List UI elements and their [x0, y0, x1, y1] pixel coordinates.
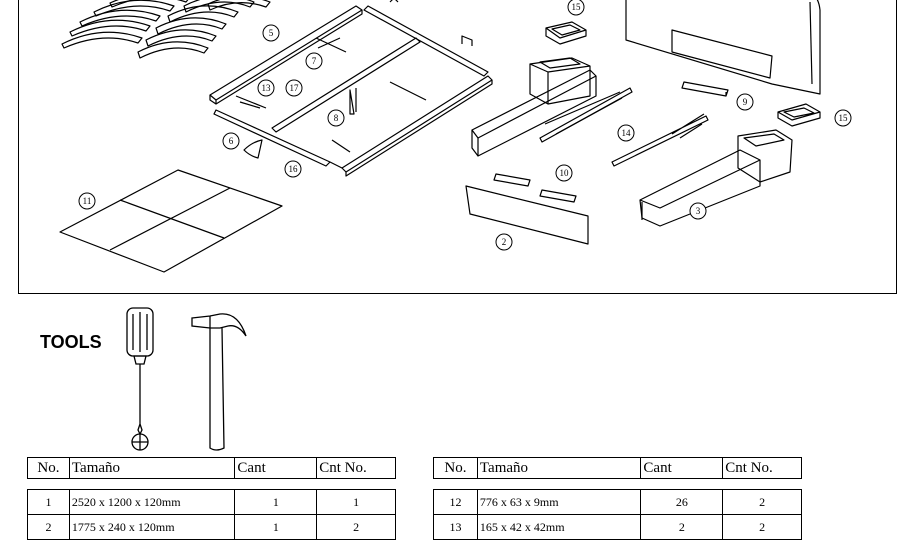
table-row: 2 1775 x 240 x 120mm 1 2 — [27, 514, 396, 540]
part-cnt: 2 — [722, 489, 802, 515]
part-qty: 26 — [640, 489, 724, 515]
header-cnt: Cnt No. — [316, 457, 396, 479]
item-10-drawing — [493, 173, 577, 203]
headboard-panel-drawing — [625, 0, 821, 95]
header-size: Tamaño — [68, 457, 236, 479]
callout-13: 13 — [262, 83, 272, 93]
part-qty: 1 — [234, 514, 318, 540]
tools-heading: TOOLS — [40, 332, 102, 352]
part-qty: 1 — [234, 489, 318, 515]
callout-14: 14 — [622, 128, 632, 138]
parts-table-right: No. Tamaño Cant Cnt No. 12 776 x 63 x 9m… — [433, 457, 802, 540]
callout-numbers — [78, 0, 852, 251]
callout-labels: 15 5 7 13 17 8 6 16 11 9 14 10 2 3 15 — [83, 2, 848, 247]
header-no: No. — [27, 457, 70, 479]
part-cnt: 1 — [316, 489, 396, 515]
callout-11: 11 — [83, 196, 92, 206]
part-qty: 2 — [640, 514, 724, 540]
callout-5: 5 — [269, 28, 274, 38]
header-qty: Cant — [234, 457, 318, 479]
parts-table-left: No. Tamaño Cant Cnt No. 1 2520 x 1200 x … — [27, 457, 396, 540]
item-6-drawing — [243, 139, 263, 159]
part-size: 776 x 63 x 9mm — [476, 489, 642, 515]
part-size: 1775 x 240 x 120mm — [68, 514, 236, 540]
callout-2: 2 — [502, 237, 507, 247]
callout-15-top: 15 — [572, 2, 582, 12]
part-size: 2520 x 1200 x 120mm — [68, 489, 236, 515]
screwdriver-icon — [126, 307, 154, 451]
item-15-top-drawing — [545, 21, 587, 45]
callout-9: 9 — [743, 97, 748, 107]
callout-6: 6 — [229, 136, 234, 146]
part-no: 12 — [433, 489, 478, 515]
callout-10: 10 — [560, 168, 570, 178]
callout-15-right: 15 — [839, 113, 849, 123]
part-no: 13 — [433, 514, 478, 540]
part-no: 2 — [27, 514, 70, 540]
item-14-drawing — [611, 113, 709, 167]
slats-drawing — [61, 0, 271, 59]
item-15-right-drawing — [777, 103, 821, 127]
item-3-drawing — [639, 129, 793, 227]
callout-8: 8 — [334, 113, 339, 123]
assembly-diagram-frame — [18, 0, 897, 294]
header-size: Tamaño — [476, 457, 642, 479]
hammer-icon — [191, 313, 247, 451]
callout-3: 3 — [696, 206, 701, 216]
callout-17: 17 — [290, 83, 300, 93]
part-cnt: 2 — [722, 514, 802, 540]
table-row: 12 776 x 63 x 9mm 26 2 — [433, 489, 802, 515]
headboard-rail-drawing — [471, 57, 633, 157]
header-qty: Cant — [640, 457, 724, 479]
item-9-drawing — [681, 81, 729, 97]
callout-16: 16 — [289, 164, 299, 174]
item-11-drawing — [59, 169, 283, 273]
header-cnt: Cnt No. — [722, 457, 802, 479]
part-no: 1 — [27, 489, 70, 515]
part-size: 165 x 42 x 42mm — [476, 514, 642, 540]
item-2-drawing — [465, 185, 589, 245]
exploded-parts-diagram: 15 5 7 13 17 8 6 16 11 9 14 10 2 3 15 — [59, 0, 852, 273]
part-cnt: 2 — [316, 514, 396, 540]
table-row: 13 165 x 42 x 42mm 2 2 — [433, 514, 802, 540]
header-no: No. — [433, 457, 478, 479]
callout-7: 7 — [312, 56, 317, 66]
table-row: 1 2520 x 1200 x 120mm 1 1 — [27, 489, 396, 515]
bed-frame-drawing — [209, 0, 493, 177]
